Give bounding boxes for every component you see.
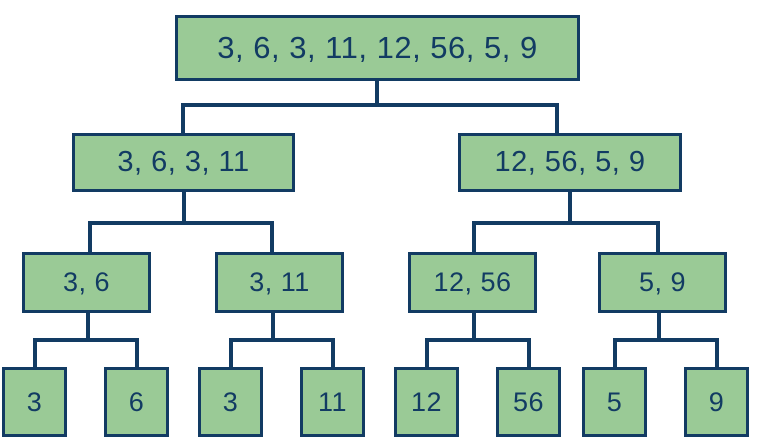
connector-l3-c-bar (425, 338, 531, 342)
tree-node-l3-c: 12, 56 (408, 252, 537, 313)
connector-l3-b-bar (229, 338, 335, 342)
connector-root-stem (375, 80, 379, 106)
connector-l3-b-to-leaf-3 (229, 338, 233, 368)
tree-leaf-2: 6 (104, 367, 169, 437)
tree-leaf-6: 56 (496, 367, 561, 437)
connector-l2-right-to-l3-d (656, 221, 660, 253)
tree-node-l2-right: 12, 56, 5, 9 (458, 133, 682, 192)
connector-l2-left-bar (88, 221, 274, 225)
tree-leaf-5: 12 (394, 367, 459, 437)
connector-l3-a-stem (86, 312, 90, 341)
tree-node-l3-a: 3, 6 (22, 252, 151, 313)
connector-l3-b-to-leaf-4 (331, 338, 335, 368)
tree-node-l3-b: 3, 11 (215, 252, 344, 313)
tree-leaf-3: 3 (198, 367, 263, 437)
tree-node-root: 3, 6, 3, 11, 12, 56, 5, 9 (175, 15, 580, 81)
tree-leaf-8: 9 (684, 367, 749, 437)
connector-l2-left-stem (182, 191, 186, 224)
connector-l2-right-bar (472, 221, 660, 225)
tree-node-l2-left: 3, 6, 3, 11 (72, 133, 295, 192)
connector-l2-right-stem (568, 191, 572, 224)
connector-l3-b-stem (271, 312, 275, 341)
connector-l3-c-stem (472, 312, 476, 341)
tree-node-l3-d: 5, 9 (598, 252, 727, 313)
connector-l3-d-to-leaf-8 (715, 338, 719, 368)
connector-l3-d-bar (613, 338, 719, 342)
connector-l3-c-to-leaf-6 (527, 338, 531, 368)
connector-root-to-l2-left (181, 103, 185, 133)
connector-root-to-l2-right (555, 103, 559, 133)
tree-leaf-1: 3 (2, 367, 67, 437)
connector-l3-a-to-leaf-2 (135, 338, 139, 368)
connector-l3-a-to-leaf-1 (33, 338, 37, 368)
tree-leaf-4: 11 (300, 367, 365, 437)
connector-l3-c-to-leaf-5 (425, 338, 429, 368)
connector-l3-d-to-leaf-7 (613, 338, 617, 368)
tree-leaf-7: 5 (582, 367, 647, 437)
connector-l2-left-to-l3-b (270, 221, 274, 253)
connector-l2-left-to-l3-a (88, 221, 92, 253)
connector-l3-d-stem (657, 312, 661, 341)
connector-l2-right-to-l3-c (472, 221, 476, 253)
connector-l3-a-bar (33, 338, 139, 342)
connector-root-bar (181, 103, 559, 107)
